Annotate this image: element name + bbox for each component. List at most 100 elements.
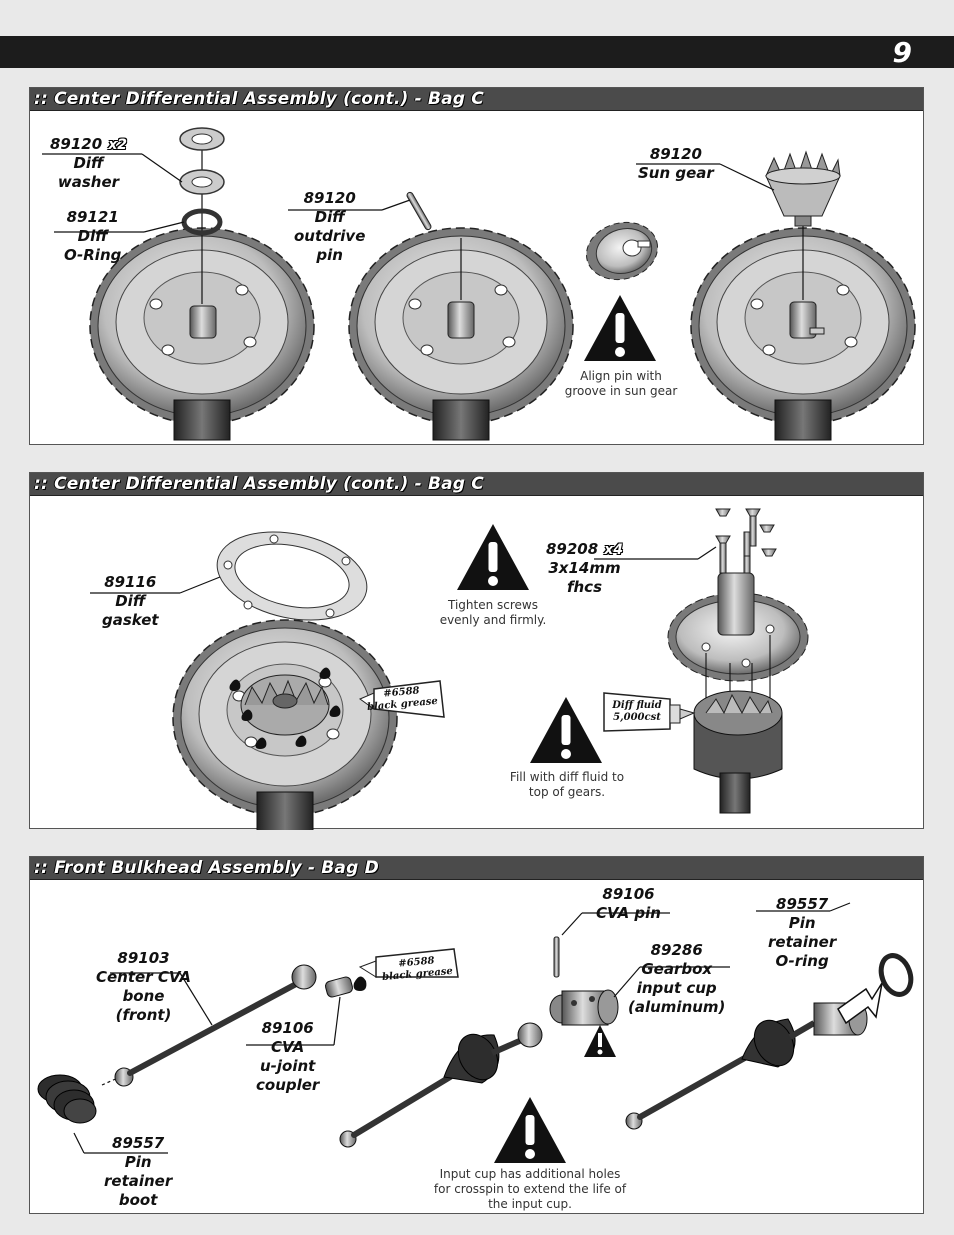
part-number: 89557	[112, 1134, 165, 1152]
part-name: washer	[57, 173, 120, 191]
part-name: input cup	[636, 979, 717, 997]
part-number: 89208	[546, 540, 599, 558]
qty-badge: x2	[108, 137, 127, 153]
part-name: (aluminum)	[628, 998, 726, 1016]
cva-pin	[553, 936, 560, 978]
label-diff-oring: 89121 Diff O-Ring	[64, 208, 121, 265]
label-sun-gear: 89120 Sun gear	[638, 145, 714, 183]
cva-coupler	[324, 976, 354, 998]
sun-gear-small	[585, 221, 659, 281]
grease-tube	[358, 680, 445, 718]
part-name: retainer	[768, 933, 837, 951]
cva-bone-with-cup	[339, 912, 730, 1148]
outdrive-shaft-2	[447, 301, 475, 339]
label-diff-washer: 89120 x2 Diff washer	[50, 135, 127, 192]
part-number: 89106	[602, 885, 655, 903]
part-number: 89106	[261, 1019, 314, 1037]
section-center-diff-2: :: Center Differential Assembly (cont.) …	[29, 472, 924, 830]
screws-fhcs	[715, 508, 777, 585]
part-name: O-Ring	[64, 246, 122, 264]
part-number: 89557	[776, 895, 829, 913]
part-name: Diff	[77, 227, 108, 245]
part-number: 89121	[66, 208, 119, 226]
part-name: outdrive	[294, 227, 366, 245]
section-header: :: Center Differential Assembly (cont.) …	[30, 473, 923, 496]
section-title: :: Center Differential Assembly (cont.) …	[34, 474, 484, 494]
part-number: 89116	[104, 573, 157, 591]
gearbox-input-cup	[549, 989, 619, 1026]
section-header: :: Front Bulkhead Assembly - Bag D	[30, 857, 923, 880]
pin-retainer-oring	[878, 953, 914, 997]
note-align-pin: Align pin with groove in sun gear	[564, 369, 678, 398]
section-title: :: Front Bulkhead Assembly - Bag D	[34, 858, 379, 878]
label-pin-retainer-boot: 89557 Pin retainer boot	[104, 1134, 172, 1210]
label-cva-pin: 89106 CVA pin	[596, 885, 661, 923]
diff-bevel-gears	[240, 674, 330, 736]
part-name: Diff	[73, 154, 104, 172]
page-number: 9	[892, 36, 912, 69]
section-center-diff-1: :: Center Differential Assembly (cont.) …	[29, 87, 924, 445]
part-name: CVA	[271, 1038, 305, 1056]
qty-badge: x4	[604, 542, 623, 558]
note-input-cup: Input cup has additional holes for cross…	[433, 1167, 627, 1211]
warning-icon-small	[584, 1025, 616, 1057]
label-input-cup: 89286 Gearbox input cup (aluminum)	[628, 941, 725, 1017]
note-fill-fluid: Fill with diff fluid to top of gears.	[509, 770, 625, 799]
part-name: 3x14mm	[548, 559, 621, 577]
section-front-bulkhead: :: Front Bulkhead Assembly - Bag D	[29, 856, 924, 1214]
part-number: 89120	[50, 135, 103, 153]
part-number: 89120	[649, 145, 702, 163]
outdrive-shaft-1	[189, 305, 217, 339]
part-name: Diff	[314, 208, 345, 226]
part-number: 89103	[117, 949, 170, 967]
part-name: Center CVA	[96, 968, 192, 986]
page-header-bar: 9	[0, 36, 954, 69]
part-name: boot	[118, 1191, 158, 1209]
label-cva-coupler: 89106 CVA u-joint coupler	[256, 1019, 319, 1095]
warning-icon	[530, 697, 602, 763]
pin-retainer-boot	[37, 1074, 97, 1124]
warning-icon	[457, 524, 529, 590]
part-name: retainer	[104, 1172, 173, 1190]
cva-bone-exploded	[37, 948, 459, 1154]
diff-gasket	[216, 531, 368, 621]
part-name: coupler	[256, 1076, 320, 1094]
section-title: :: Center Differential Assembly (cont.) …	[34, 89, 484, 109]
fluid-bottle	[603, 692, 696, 732]
part-name: gasket	[102, 611, 159, 629]
note-tighten-screws: Tighten screws evenly and firmly.	[439, 598, 547, 627]
part-name: CVA pin	[596, 904, 661, 922]
outdrive-pin	[406, 191, 432, 231]
label-cva-bone: 89103 Center CVA bone (front)	[96, 949, 191, 1025]
center-diff-illustration-2	[90, 508, 809, 830]
part-name: (front)	[115, 1006, 172, 1024]
label-screws: 89208 x4 3x14mm fhcs	[546, 540, 623, 597]
warning-icon	[494, 1097, 566, 1163]
sun-gear-bevel	[765, 150, 841, 227]
label-diff-gasket: 89116 Diff gasket	[102, 573, 159, 630]
part-name: bone	[122, 987, 165, 1005]
part-name: Diff	[115, 592, 146, 610]
part-name: Sun gear	[638, 164, 714, 182]
part-name: Pin	[124, 1153, 152, 1171]
part-name: fhcs	[566, 578, 602, 596]
fluid-label: Diff fluid 5,000cst	[612, 700, 662, 723]
grease-tube	[375, 948, 459, 978]
front-bulkhead-illustration	[37, 902, 914, 1163]
diff-assembly	[667, 572, 809, 814]
part-name: pin	[316, 246, 343, 264]
part-name: Pin	[788, 914, 816, 932]
label-outdrive-pin: 89120 Diff outdrive pin	[294, 189, 365, 265]
section-header: :: Center Differential Assembly (cont.) …	[30, 88, 923, 111]
warning-icon	[584, 295, 656, 361]
label-pin-retainer-oring: 89557 Pin retainer O-ring	[768, 895, 836, 971]
grease-drops	[229, 667, 341, 749]
part-name: u-joint	[259, 1057, 316, 1075]
part-name: O-ring	[775, 952, 829, 970]
part-name: Gearbox	[641, 960, 713, 978]
part-number: 89286	[650, 941, 703, 959]
cva-bone-assembled	[625, 902, 914, 1130]
center-diff-illustration-1	[42, 127, 916, 441]
part-number: 89120	[303, 189, 356, 207]
arrow-icon	[837, 982, 883, 1025]
